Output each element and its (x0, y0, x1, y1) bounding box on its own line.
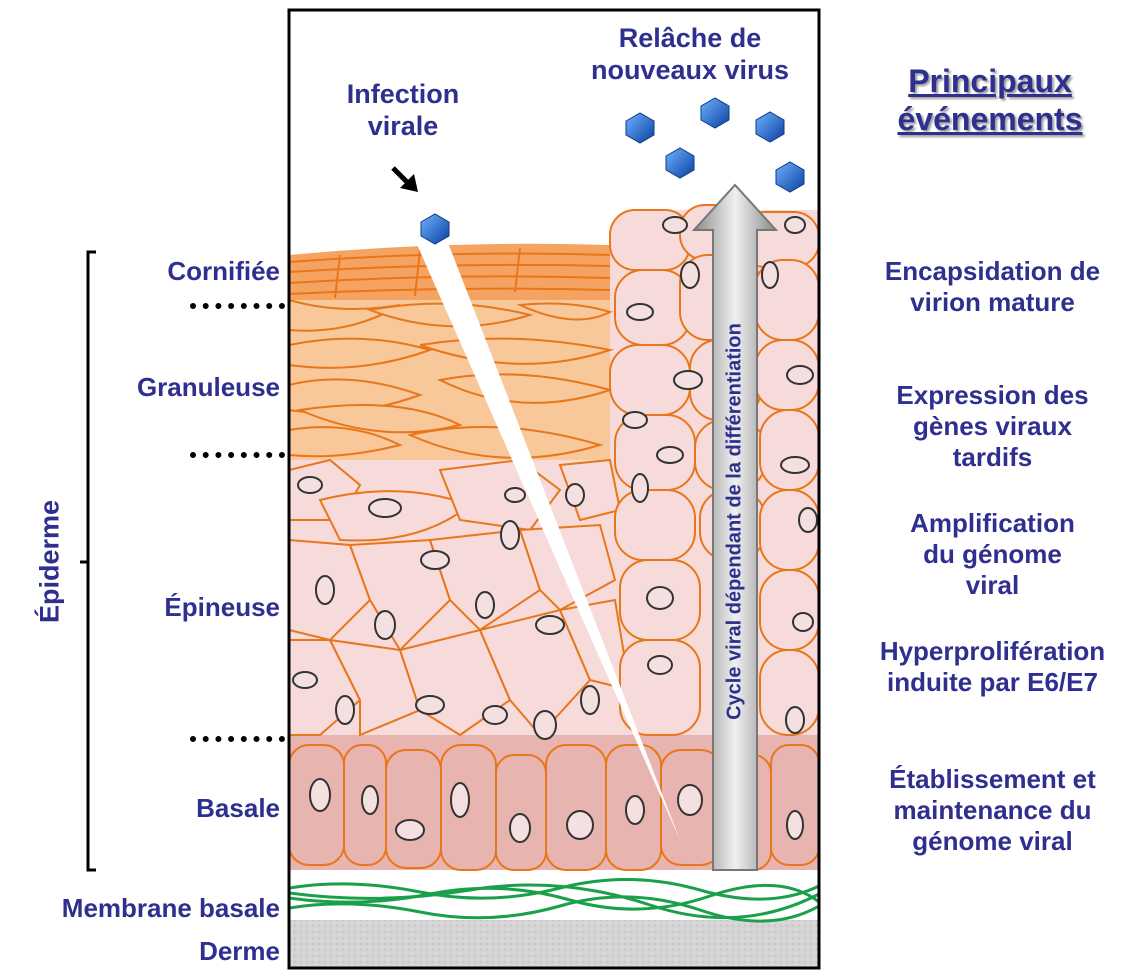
differentiation-arrow-label: Cycle viral dépendant de la différentiat… (724, 247, 747, 797)
separator-spinous-basal (190, 736, 285, 742)
events-title: Principaux événements (840, 62, 1140, 139)
event-genome-maintenance: Établissement et maintenance du génome v… (840, 764, 1145, 858)
event-hyperproliferation: Hyperprolifération induite par E6/E7 (840, 636, 1145, 698)
infection-label: Infection virale (318, 78, 488, 143)
event-encapsidation: Encapsidation de virion mature (840, 256, 1145, 318)
separator-cornified-granular (190, 303, 285, 309)
epidermis-bracket (80, 252, 96, 870)
layer-label-cornifiee: Cornifiée (100, 256, 280, 287)
layer-label-epineuse: Épineuse (100, 592, 280, 623)
infection-arrow (393, 168, 418, 192)
layer-label-derme: Derme (100, 936, 280, 967)
epidermis-label: Épiderme (35, 492, 66, 632)
event-late-gene-expression: Expression des gènes viraux tardifs (840, 380, 1145, 474)
dermis-layer (289, 920, 819, 970)
event-genome-amplification: Amplification du génome viral (840, 508, 1145, 602)
layer-label-membrane: Membrane basale (0, 893, 280, 924)
layer-label-granuleuse: Granuleuse (80, 372, 280, 403)
release-label: Relâche de nouveaux virus (560, 22, 820, 87)
layer-label-basale: Basale (100, 793, 280, 824)
separator-granular-spinous (190, 452, 285, 458)
